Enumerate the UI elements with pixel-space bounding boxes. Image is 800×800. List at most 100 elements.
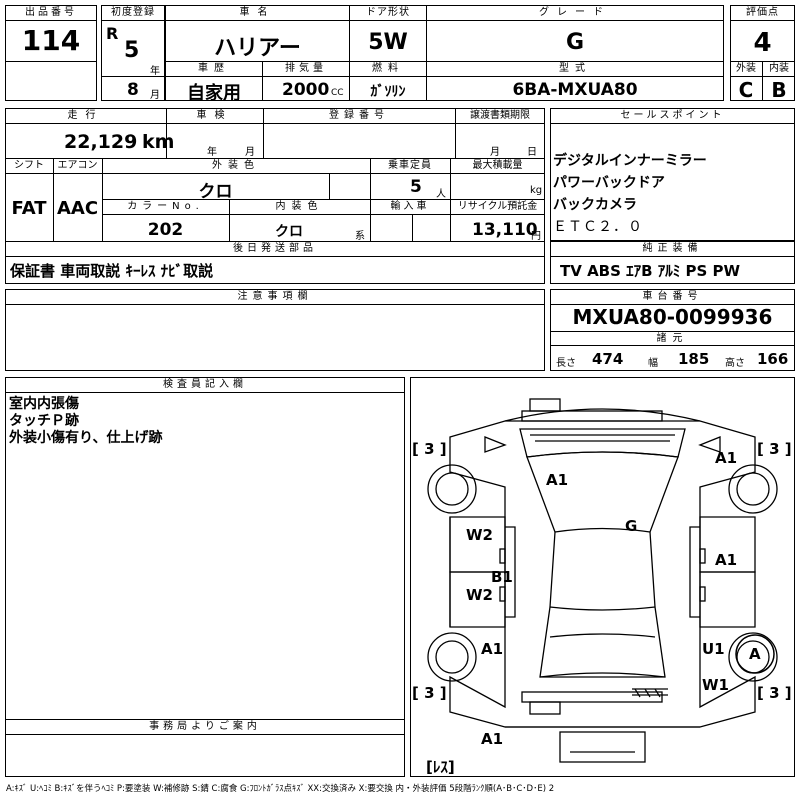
notes-label: 注意事項欄 xyxy=(237,291,313,302)
car-diagram-box xyxy=(410,377,795,777)
sales-point-3: バックカメラ xyxy=(553,197,637,213)
grade: G xyxy=(565,30,585,55)
capacity-label: 乗車定員 xyxy=(388,160,432,171)
grade-label: グレード xyxy=(539,7,611,18)
color-number: 202 xyxy=(147,220,184,240)
equipment-label: 純正装備 xyxy=(642,243,703,254)
max-load-unit: kg xyxy=(530,185,543,196)
score: 4 xyxy=(753,28,772,58)
tread-rear-right: [ 3 ] xyxy=(757,684,792,702)
exterior-color-label: 外装色 xyxy=(212,160,260,171)
equipment-box xyxy=(550,241,795,284)
capacity-unit: 人 xyxy=(436,189,446,200)
mark-rear-left: A1 xyxy=(481,640,504,658)
inspector-box xyxy=(5,377,405,777)
model-label: 型式 xyxy=(559,63,591,74)
height: 166 xyxy=(757,350,789,368)
spec-label: 諸元 xyxy=(656,333,689,344)
import-label: 輸入車 xyxy=(390,201,430,212)
recycle-label: リサイクル預託金 xyxy=(457,201,538,212)
reg-year: 5 xyxy=(124,38,140,63)
fuel-label: 燃料 xyxy=(372,63,404,74)
displacement-unit: CC xyxy=(331,88,344,98)
interior-label: 内装 xyxy=(769,63,789,74)
model: 6BA-MXUA80 xyxy=(512,80,638,100)
sales-point-label: セールスポイント xyxy=(620,110,725,121)
mark-rear-right-w: W1 xyxy=(702,676,729,694)
chassis-label: 車台番号 xyxy=(642,291,703,302)
sales-point-2: パワーバックドア xyxy=(553,175,665,191)
height-label: 高さ xyxy=(725,358,745,369)
door-type: 5W xyxy=(368,30,408,55)
legend: A:ｷｽﾞ U:ﾍｺﾐ B:ｷｽﾞを伴うﾍｺﾐ P:要塗装 W:補修跡 S:錆 … xyxy=(6,784,555,794)
tread-front-left: [ 3 ] xyxy=(412,440,447,458)
sales-point-4: ＥＴＣ２．０ xyxy=(553,219,643,235)
length: 474 xyxy=(592,350,624,368)
sales-point-box xyxy=(550,108,795,241)
reg-month-unit: 月 xyxy=(150,90,160,101)
first-registration-label: 初度登録 xyxy=(111,7,155,18)
inspector-note-3: 外装小傷有り、仕上げ跡 xyxy=(9,430,163,446)
office-label: 事務局よりご案内 xyxy=(149,721,261,732)
mark-rear-door-left: W2 xyxy=(466,586,493,604)
exterior-grade: C xyxy=(738,78,754,102)
transfer-deadline-label: 譲渡書類期限 xyxy=(470,110,530,121)
mark-hood-left: A1 xyxy=(546,471,569,489)
width-label: 幅 xyxy=(648,358,658,369)
displacement-label: 排気量 xyxy=(285,63,327,74)
mark-front-door-left: W2 xyxy=(466,526,493,544)
mark-bottom: A1 xyxy=(481,730,504,748)
notes-box xyxy=(5,289,545,371)
sales-point-1: デジタルインナーミラー xyxy=(553,153,707,169)
displacement: 2000 xyxy=(282,80,330,100)
mileage-unit: km xyxy=(142,131,175,153)
door-label: ドア形状 xyxy=(366,7,410,18)
ac-label: エアコン xyxy=(57,160,98,171)
recycle-deposit: 13,110 xyxy=(472,220,538,240)
registration-number-label: 登録番号 xyxy=(329,110,389,121)
car-diagram xyxy=(427,398,778,763)
transfer-month-unit: 月 xyxy=(490,147,500,158)
width: 185 xyxy=(678,350,710,368)
later-parts: 保証書 車両取説 ｷｰﾚｽ ﾅﾋﾞ取説 xyxy=(10,262,214,280)
lot-number: 114 xyxy=(21,24,81,57)
history: 自家用 xyxy=(187,83,241,104)
chassis-number: MXUA80-0099936 xyxy=(572,305,773,329)
model-box xyxy=(426,61,724,101)
vehicle-info-box xyxy=(5,108,545,284)
mark-front-right: A1 xyxy=(715,449,738,467)
shift: FAT xyxy=(11,198,47,219)
mark-rear-right-u: U1 xyxy=(702,640,725,658)
mark-pillar-left: B1 xyxy=(491,568,513,586)
first-registration-box xyxy=(101,5,165,101)
inspector-note-1: 室内内張傷 xyxy=(9,396,79,412)
reg-year-unit: 年 xyxy=(150,66,160,77)
color-number-label: カラーNo. xyxy=(127,201,204,212)
mark-door-right: A1 xyxy=(715,551,738,569)
later-parts-label: 後日発送部品 xyxy=(233,243,317,254)
equipment-items: TV ABS ｴｱB ｱﾙﾐ PS PW xyxy=(560,262,741,280)
interior-color-label: 内装色 xyxy=(275,201,324,212)
mark-circle-a: A xyxy=(749,645,761,663)
lot-number-label: 出品番号 xyxy=(25,7,77,18)
spare-tire: [ﾚｽ] xyxy=(426,758,455,776)
recycle-unit: 円 xyxy=(531,231,541,242)
inspector-label: 検査員記入欄 xyxy=(163,379,247,390)
score-label: 評価点 xyxy=(746,7,779,18)
inspection-year-unit: 年 xyxy=(207,147,217,158)
mileage-label: 走行 xyxy=(67,110,104,121)
tread-rear-left: [ 3 ] xyxy=(412,684,447,702)
exterior-label: 外装 xyxy=(736,63,756,74)
air-conditioner: AAC xyxy=(56,198,99,219)
transfer-day-unit: 日 xyxy=(527,147,537,158)
exterior-color: クロ xyxy=(198,182,233,202)
shift-label: シフト xyxy=(14,160,44,171)
inspection-label: 車検 xyxy=(196,110,233,121)
inspector-note-2: タッチＰ跡 xyxy=(9,413,79,429)
mileage: 22,129 xyxy=(64,131,138,153)
mark-roof: G xyxy=(625,517,638,535)
length-label: 長さ xyxy=(556,358,576,369)
interior-color-unit: 系 xyxy=(355,231,365,242)
era: R xyxy=(106,24,119,43)
car-name: ハリアー xyxy=(214,36,301,61)
